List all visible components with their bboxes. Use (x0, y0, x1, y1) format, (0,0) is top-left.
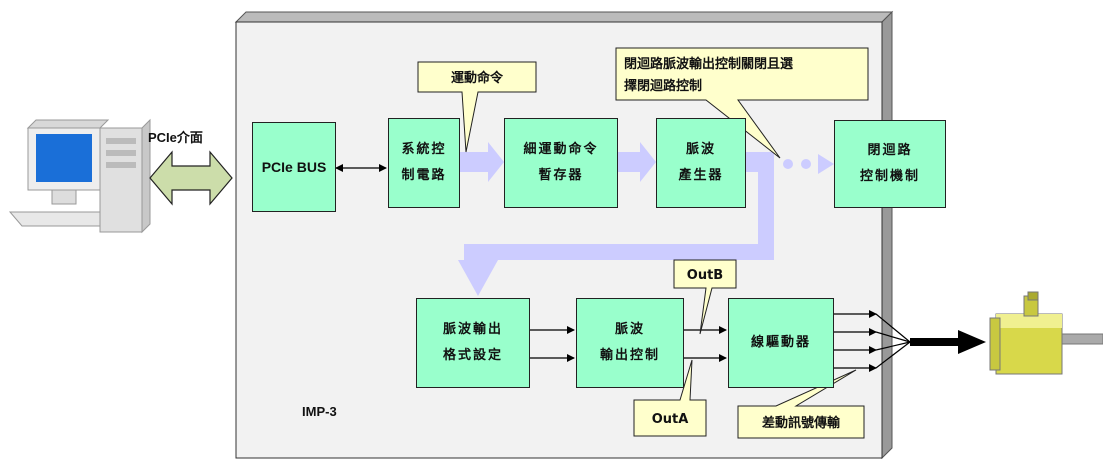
svg-text:OutB: OutB (687, 268, 723, 283)
output-arrow (910, 330, 986, 354)
line-driver-label: 線驅動器 (750, 335, 811, 350)
closed-loop-line-a: 閉迴路 (867, 143, 913, 158)
system-control-block: 系統控 制電路 (388, 118, 460, 208)
pulse-generator-line-2: 產生器 (678, 168, 724, 183)
closed-loop-line-b: 控制機制 (859, 169, 920, 184)
closed-loop-block: 閉迴路 控制機制 (834, 120, 946, 208)
command-buffer-line-1: 細運動命令 (523, 142, 599, 157)
pcie-interface-arrow (149, 150, 233, 206)
callout-differential: 差動訊號傳輸 (737, 369, 865, 439)
callout-outb: OutB (673, 259, 737, 335)
closed-loop-line-1: 閉迴路脈波輸出控制關閉且選 (624, 56, 793, 72)
imp3-label: IMP-3 (302, 404, 337, 419)
pulse-output-line-2: 輸出控制 (599, 348, 660, 363)
pulse-output-line-1: 脈波 (614, 322, 645, 337)
pulse-format-line-2: 格式設定 (442, 348, 503, 363)
line-driver-block: 線驅動器 (728, 298, 834, 388)
callout-closed-loop-select: 閉迴路脈波輸出控制關閉且選 擇閉迴路控制 (615, 47, 869, 159)
closed-loop-line-2: 擇閉迴路控制 (624, 78, 702, 94)
pulse-generator-block: 脈波 產生器 (656, 118, 746, 208)
pcie-bus-label: PCIe BUS (261, 159, 327, 175)
svg-text:OutA: OutA (652, 412, 689, 427)
callout-outa: OutA (633, 359, 707, 437)
flow-arrows (458, 142, 834, 296)
computer-icon (8, 118, 151, 234)
svg-text:差動訊號傳輸: 差動訊號傳輸 (762, 415, 841, 431)
svg-text:運動命令: 運動命令 (451, 70, 504, 86)
pulse-format-block: 脈波輸出 格式設定 (416, 298, 530, 388)
pcie-bus-block: PCIe BUS (252, 122, 336, 212)
system-control-line-2: 制電路 (401, 168, 447, 183)
callout-motion-command: 運動命令 (417, 61, 537, 153)
pulse-format-line-1: 脈波輸出 (442, 322, 503, 337)
interface-label: PCIe介面 (148, 130, 203, 145)
pulse-output-control-block: 脈波 輸出控制 (576, 298, 684, 388)
command-buffer-line-2: 暫存器 (538, 168, 584, 183)
command-buffer-block: 細運動命令 暫存器 (504, 118, 618, 208)
motor-icon (989, 291, 1103, 375)
system-control-line-1: 系統控 (401, 142, 447, 157)
lower-connectors (530, 310, 911, 372)
pulse-generator-line-1: 脈波 (685, 142, 716, 157)
